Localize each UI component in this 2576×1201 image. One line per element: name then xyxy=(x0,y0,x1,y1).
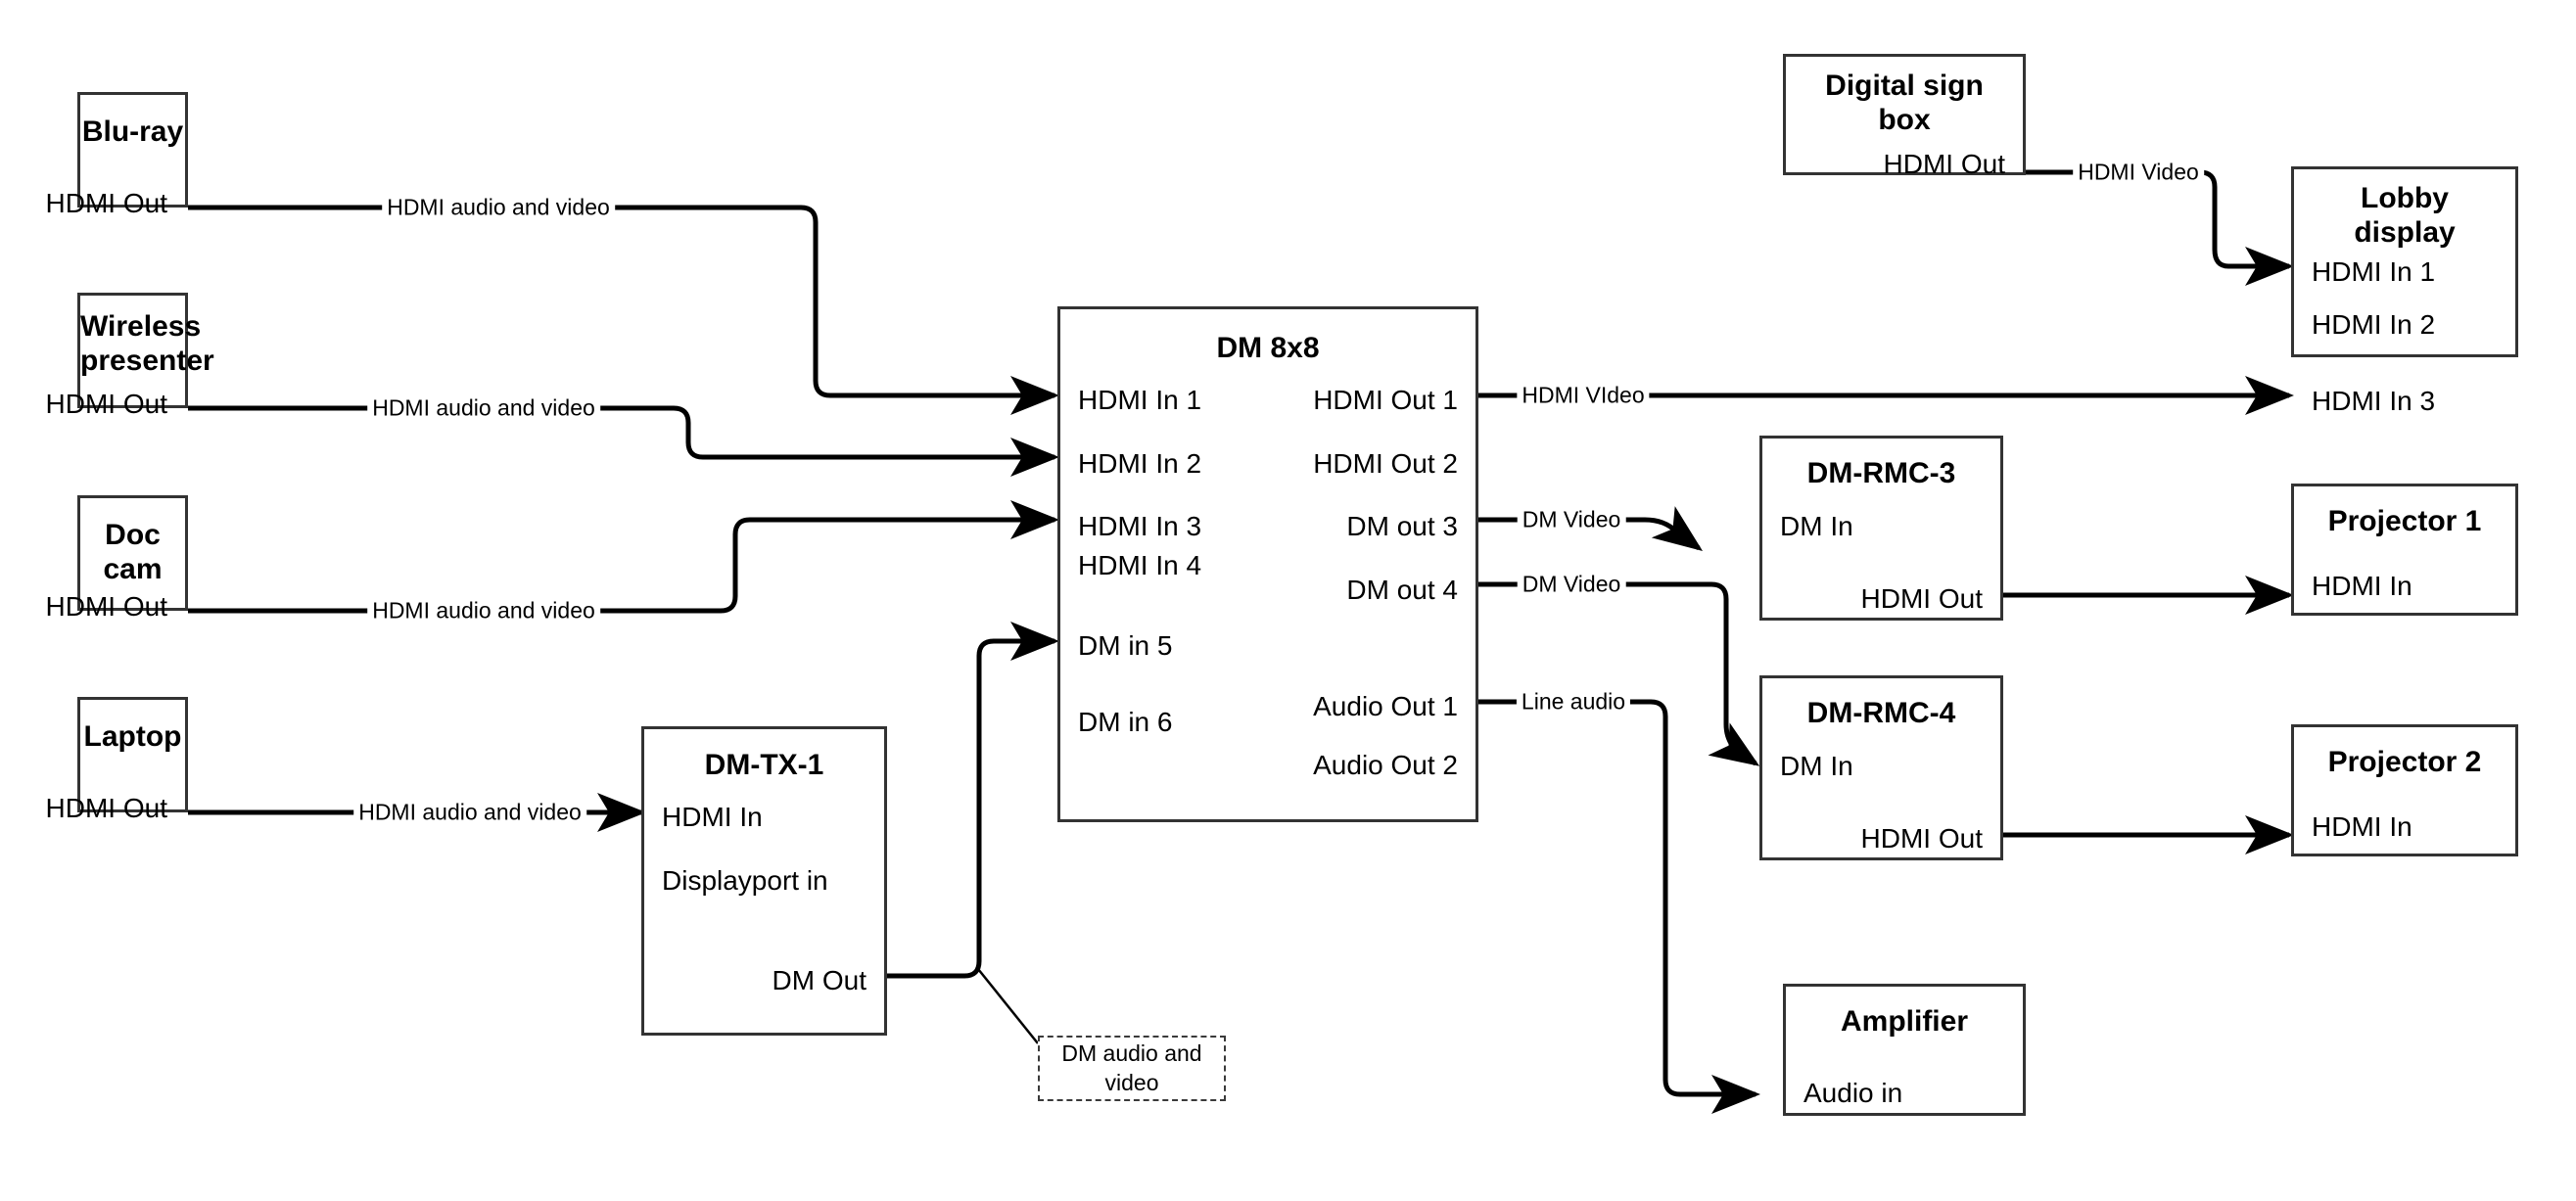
device-dm-8x8-port-hdmi-out-1[interactable]: HDMI Out 1 xyxy=(1313,385,1458,415)
device-dm-8x8-title: DM 8x8 xyxy=(1216,332,1320,364)
device-dm-8x8-port-audio-out-1[interactable]: Audio Out 1 xyxy=(1313,691,1458,721)
device-laptop-port-hdmi-out[interactable]: HDMI Out xyxy=(45,793,167,823)
device-bluray-title: Blu-ray xyxy=(81,115,184,148)
edge-sign-to-lobby-in1 xyxy=(2026,169,2294,286)
device-dm-rmc-4-port-dm-in[interactable]: DM In xyxy=(1780,751,1853,781)
device-dm-rmc-4-port-hdmi-out[interactable]: HDMI Out xyxy=(1860,823,1983,854)
device-doc-cam-title: Doc cam xyxy=(103,519,163,586)
device-dm-rmc-3-port-hdmi-out[interactable]: HDMI Out xyxy=(1860,583,1983,614)
device-dm-tx-1-port-hdmi-in[interactable]: HDMI In xyxy=(662,802,763,832)
edge-label-dm-out4-to-rmc4: DM Video xyxy=(1517,571,1626,598)
device-dm-8x8[interactable]: DM 8x8 HDMI In 1 HDMI In 2 HDMI In 3 HDM… xyxy=(1057,306,1478,822)
device-projector-1[interactable]: Projector 1 HDMI In xyxy=(2291,484,2518,616)
device-projector-1-port-hdmi-in[interactable]: HDMI In xyxy=(2312,571,2412,601)
edge-audioout1-to-amp xyxy=(1478,699,1760,1114)
device-lobby-display[interactable]: Lobby display HDMI In 1 HDMI In 2 HDMI I… xyxy=(2291,166,2518,416)
device-amplifier-port-audio-in[interactable]: Audio in xyxy=(1803,1078,1903,1108)
device-dm-rmc-3[interactable]: DM-RMC-3 DM In HDMI Out xyxy=(1759,436,2003,621)
callout-leader-line xyxy=(977,968,1039,1044)
edge-label-hdmi-out1-to-lobby: HDMI VIdeo xyxy=(1517,382,1650,409)
device-projector-2-title: Projector 2 xyxy=(2327,746,2482,778)
device-dm-tx-1-port-dm-out[interactable]: DM Out xyxy=(772,965,866,995)
device-amplifier[interactable]: Amplifier Audio in xyxy=(1783,984,2026,1116)
device-dm-8x8-port-hdmi-in-4[interactable]: HDMI In 4 xyxy=(1078,550,1202,580)
device-bluray-port-hdmi-out[interactable]: HDMI Out xyxy=(45,188,167,218)
edge-dmout4-to-rmc4 xyxy=(1478,581,1760,766)
device-dm-tx-1[interactable]: DM-TX-1 HDMI In Displayport in DM Out xyxy=(641,726,887,1036)
device-digital-sign-box[interactable]: Digital sign box HDMI Out xyxy=(1783,54,2026,179)
device-dm-8x8-port-dm-in-6[interactable]: DM in 6 xyxy=(1078,707,1173,737)
edge-label-audio-out1-to-amp: Line audio xyxy=(1516,688,1631,716)
device-dm-rmc-3-title: DM-RMC-3 xyxy=(1806,457,1956,489)
edge-label-doccam-to-dm-in3: HDMI audio and video xyxy=(367,597,600,624)
device-projector-2[interactable]: Projector 2 HDMI In xyxy=(2291,724,2518,856)
device-doc-cam[interactable]: Doc cam HDMI Out xyxy=(46,495,188,622)
device-projector-2-port-hdmi-in[interactable]: HDMI In xyxy=(2312,811,2412,842)
device-wireless-presenter[interactable]: Wireless presenter HDMI Out xyxy=(46,293,214,419)
device-dm-8x8-port-audio-out-2[interactable]: Audio Out 2 xyxy=(1313,750,1458,780)
edge-label-sign-to-lobby: HDMI Video xyxy=(2073,159,2204,186)
edge-label-wireless-to-dm-in2: HDMI audio and video xyxy=(367,394,600,422)
device-dm-tx-1-title: DM-TX-1 xyxy=(704,749,824,781)
device-dm-rmc-4[interactable]: DM-RMC-4 DM In HDMI Out xyxy=(1759,675,2003,860)
edge-wireless-to-dm-in2 xyxy=(188,405,1059,477)
device-lobby-display-port-hdmi-in-2[interactable]: HDMI In 2 xyxy=(2312,309,2436,340)
device-laptop-title: Laptop xyxy=(83,720,182,753)
device-dm-8x8-port-hdmi-in-3[interactable]: HDMI In 3 xyxy=(1078,511,1202,541)
edge-label-bluray-to-dm-in1: HDMI audio and video xyxy=(382,194,615,221)
device-dm-8x8-port-dm-in-5[interactable]: DM in 5 xyxy=(1078,630,1173,661)
device-projector-1-title: Projector 1 xyxy=(2327,505,2482,537)
device-dm-8x8-port-dm-out-3[interactable]: DM out 3 xyxy=(1346,511,1458,541)
device-dm-8x8-port-dm-out-4[interactable]: DM out 4 xyxy=(1346,575,1458,605)
edge-label-laptop-to-dmtx: HDMI audio and video xyxy=(353,799,586,826)
edge-label-dm-out3-to-rmc3: DM Video xyxy=(1517,506,1626,533)
device-dm-rmc-3-port-dm-in[interactable]: DM In xyxy=(1780,511,1853,541)
device-digital-sign-box-port-hdmi-out[interactable]: HDMI Out xyxy=(1883,149,2005,179)
device-amplifier-title: Amplifier xyxy=(1840,1005,1969,1038)
device-lobby-display-title: Lobby display xyxy=(2354,182,2456,250)
device-lobby-display-port-hdmi-in-1[interactable]: HDMI In 1 xyxy=(2312,256,2436,287)
callout-dm-audio-and-video: DM audio and video xyxy=(1038,1036,1226,1101)
device-wireless-presenter-port-hdmi-out[interactable]: HDMI Out xyxy=(45,389,167,419)
device-dm-tx-1-port-displayport-in[interactable]: Displayport in xyxy=(662,865,828,896)
device-dm-8x8-port-hdmi-out-2[interactable]: HDMI Out 2 xyxy=(1313,448,1458,479)
device-dm-rmc-4-title: DM-RMC-4 xyxy=(1806,697,1956,729)
edge-dmout3-to-rmc3 xyxy=(1478,506,1704,551)
edge-dmtx-to-dm-in5 xyxy=(887,622,1059,979)
device-lobby-display-port-hdmi-in-3[interactable]: HDMI In 3 xyxy=(2312,386,2436,416)
edge-bluray-to-dm-in1 xyxy=(188,205,1059,415)
device-digital-sign-box-title: Digital sign box xyxy=(1825,69,1984,137)
device-dm-8x8-port-hdmi-in-1[interactable]: HDMI In 1 xyxy=(1078,385,1202,415)
device-wireless-presenter-title: Wireless presenter xyxy=(80,310,214,378)
device-laptop[interactable]: Laptop HDMI Out xyxy=(46,697,188,823)
edge-doccam-to-dm-in3 xyxy=(188,500,1059,614)
device-bluray[interactable]: Blu-ray HDMI Out xyxy=(46,92,188,218)
device-doc-cam-port-hdmi-out[interactable]: HDMI Out xyxy=(45,591,167,622)
device-dm-8x8-port-hdmi-in-2[interactable]: HDMI In 2 xyxy=(1078,448,1202,479)
